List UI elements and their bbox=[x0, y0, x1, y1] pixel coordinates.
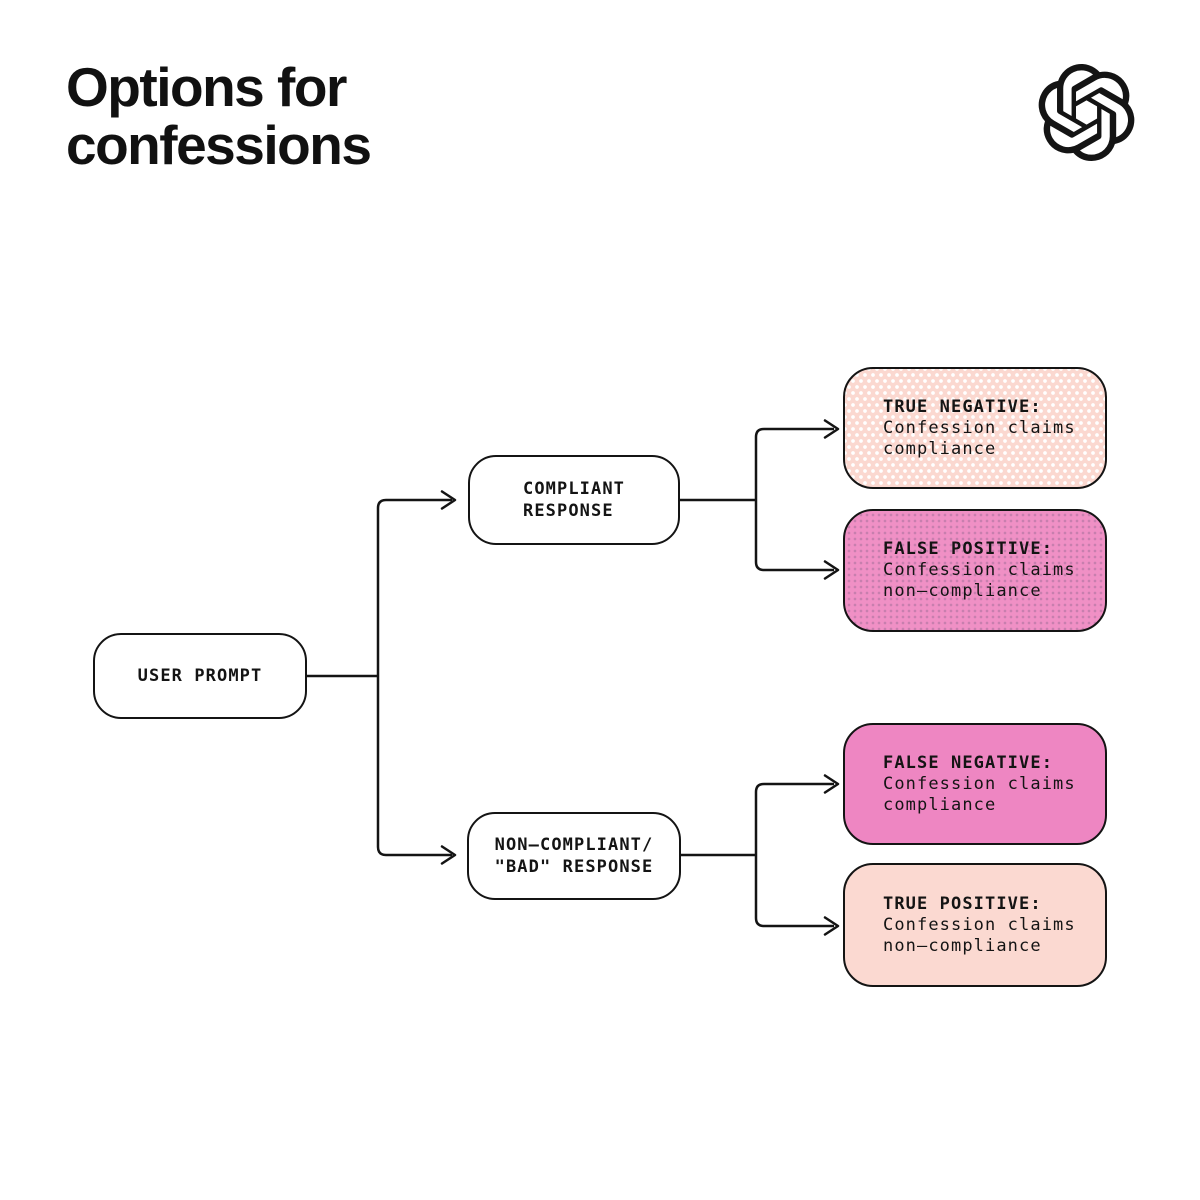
outcome-false-positive-title: FALSE POSITIVE: bbox=[883, 539, 1054, 559]
arrowhead-true-negative bbox=[823, 419, 840, 439]
outcome-true-positive-line2: non–compliance bbox=[883, 935, 1042, 956]
node-compliant-response-line2: RESPONSE bbox=[522, 501, 614, 521]
node-user-prompt: USER PROMPT bbox=[93, 633, 307, 719]
openai-logo-icon bbox=[1038, 64, 1135, 161]
outcome-false-positive: FALSE POSITIVE: Confession claims non–co… bbox=[843, 509, 1107, 632]
outcome-false-negative-title: FALSE NEGATIVE: bbox=[883, 752, 1054, 773]
connector-main-branch bbox=[376, 498, 452, 857]
connector-compliant-branch bbox=[754, 427, 834, 572]
arrowhead-non-compliant bbox=[440, 845, 457, 865]
arrowhead-compliant bbox=[440, 490, 457, 510]
outcome-true-positive-title: TRUE POSITIVE: bbox=[883, 893, 1042, 914]
outcome-true-negative: TRUE NEGATIVE: Confession claims complia… bbox=[843, 367, 1107, 489]
page-title-line2: confessions bbox=[66, 114, 372, 176]
outcome-true-negative-title: TRUE NEGATIVE: bbox=[883, 396, 1042, 417]
outcome-false-positive-line1: Confession claims bbox=[883, 560, 1076, 580]
outcome-false-negative-line1: Confession claims bbox=[883, 773, 1076, 794]
outcome-false-negative-line2: compliance bbox=[883, 794, 997, 815]
node-non-compliant-response-line1: NON–COMPLIANT/ bbox=[494, 835, 654, 855]
node-non-compliant-response-line2: "BAD" RESPONSE bbox=[494, 857, 654, 877]
arrowhead-false-negative bbox=[823, 774, 840, 794]
node-user-prompt-label: USER PROMPT bbox=[137, 666, 263, 686]
page-title: Options for confessions bbox=[66, 56, 372, 176]
outcome-true-negative-line1: Confession claims bbox=[883, 417, 1076, 438]
outcome-true-positive-line1: Confession claims bbox=[883, 914, 1076, 935]
arrowhead-false-positive bbox=[823, 560, 840, 580]
outcome-false-negative: FALSE NEGATIVE: Confession claims compli… bbox=[843, 723, 1107, 845]
outcome-false-positive-line2: non–compliance bbox=[883, 581, 1042, 601]
page-title-line1: Options for bbox=[66, 56, 347, 118]
node-non-compliant-response: NON–COMPLIANT/ "BAD" RESPONSE bbox=[467, 812, 681, 900]
connector-non-compliant-branch bbox=[754, 782, 834, 928]
arrowhead-true-positive bbox=[823, 916, 840, 936]
node-compliant-response: COMPLIANT RESPONSE bbox=[468, 455, 680, 545]
outcome-true-negative-line2: compliance bbox=[883, 438, 997, 459]
node-compliant-response-line1: COMPLIANT bbox=[522, 479, 625, 499]
outcome-true-positive: TRUE POSITIVE: Confession claims non–com… bbox=[843, 863, 1107, 987]
